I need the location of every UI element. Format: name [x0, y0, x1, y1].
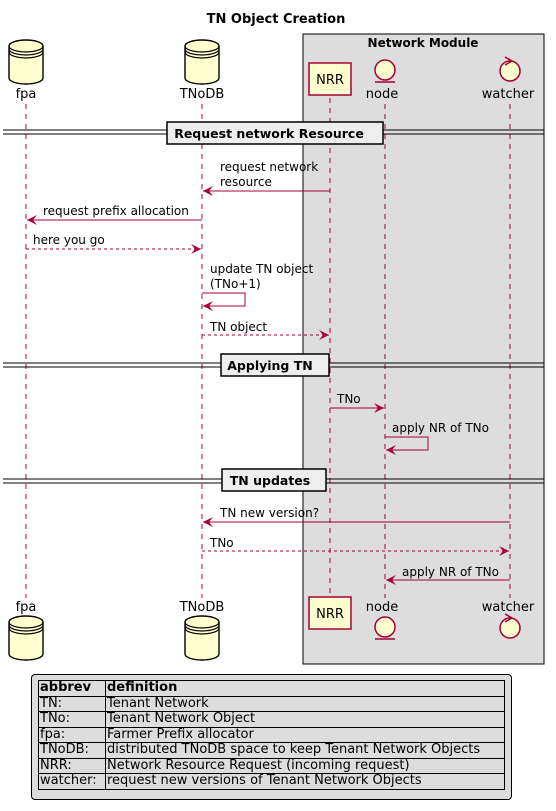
message-label: request network — [220, 160, 318, 174]
legend-definition: Tenant Network — [105, 695, 505, 712]
legend-row: NRR: Network Resource Request (incoming … — [38, 757, 505, 774]
legend-box: abbrev definition TN: Tenant Network TNo… — [31, 674, 512, 800]
participant-label-fpa: fpa — [16, 87, 37, 102]
message-tno: TNo — [330, 392, 384, 413]
message-label: TNo — [336, 392, 361, 406]
legend-row: TN: Tenant Network — [38, 695, 505, 712]
message-label: TN object — [209, 320, 267, 334]
legend-definition: Network Resource Request (incoming reque… — [105, 757, 505, 774]
entity-icon — [374, 59, 396, 81]
participant-tnodb-bottom: TNoDB — [179, 600, 225, 661]
participant-label-nrr: NRR — [316, 607, 344, 622]
legend-abbrev: TNo: — [38, 711, 106, 728]
message-label: here you go — [33, 233, 105, 247]
participant-label-nrr: NRR — [316, 73, 344, 88]
participant-label-watcher: watcher — [482, 87, 535, 102]
message-apply-nr-of-tno-watcher: apply NR of TNo — [386, 565, 510, 585]
message-label: (TNo+1) — [210, 277, 261, 291]
participant-label-tnodb: TNoDB — [179, 87, 225, 102]
control-icon — [499, 60, 521, 82]
legend-row: watcher: request new versions of Tenant … — [38, 773, 505, 790]
divider-label-updates: TN updates — [230, 473, 310, 488]
participant-label-tnodb: TNoDB — [179, 600, 225, 615]
message-label: TN new version? — [219, 506, 319, 520]
legend-definition: Tenant Network Object — [105, 711, 505, 728]
participant-nrr-bottom: NRR — [308, 596, 352, 630]
participant-label-node: node — [366, 87, 398, 102]
legend-row: fpa: Farmer Prefix allocator — [38, 726, 505, 743]
message-request-prefix-allocation: request prefix allocation — [27, 204, 202, 225]
message-label: apply NR of TNo — [402, 565, 499, 579]
legend-abbrev: TN: — [38, 695, 106, 712]
legend-table: abbrev definition TN: Tenant Network TNo… — [38, 680, 505, 790]
legend-definition: Farmer Prefix allocator — [105, 726, 505, 743]
message-tn-object: TN object — [202, 320, 329, 340]
legend-row: TNo: Tenant Network Object — [38, 711, 505, 728]
participant-fpa-bottom: fpa — [8, 600, 44, 661]
legend-definition: distributed TNoDB space to keep Tenant N… — [105, 742, 505, 759]
database-icon — [8, 615, 44, 661]
divider-applying: Applying TN — [3, 353, 544, 377]
database-icon — [8, 39, 44, 85]
message-label: resource — [220, 175, 272, 189]
entity-icon — [374, 616, 396, 638]
participant-label-node: node — [366, 600, 398, 615]
divider-label-applying: Applying TN — [227, 358, 312, 373]
legend-definition: request new versions of Tenant Network O… — [105, 773, 505, 790]
message-update-tn-object: update TN object (TNo+1) — [202, 262, 313, 311]
message-here-you-go: here you go — [26, 233, 201, 254]
divider-request: Request network Resource — [3, 121, 544, 145]
legend-header-abbrev: abbrev — [38, 680, 106, 697]
diagram-title: TN Object Creation — [207, 12, 346, 27]
message-label: TNo — [209, 536, 234, 550]
message-tn-new-version: TN new version? — [203, 506, 510, 527]
participant-label-watcher: watcher — [482, 600, 535, 615]
legend-abbrev: NRR: — [38, 757, 106, 774]
legend-abbrev: fpa: — [38, 726, 106, 743]
participant-tnodb-top: TNoDB — [179, 39, 225, 102]
participant-node-top: node — [366, 59, 398, 102]
message-tno-response: TNo — [202, 536, 509, 556]
legend-header-row: abbrev definition — [38, 680, 505, 697]
legend-abbrev: TNoDB: — [38, 742, 106, 759]
participant-watcher-bottom: watcher — [482, 600, 535, 639]
legend-abbrev: watcher: — [38, 773, 106, 790]
legend-header-definition: definition — [105, 680, 505, 697]
message-label: update TN object — [210, 262, 313, 276]
message-label: request prefix allocation — [43, 204, 189, 218]
network-module-title: Network Module — [368, 36, 479, 50]
message-apply-nr-of-tno: apply NR of TNo — [385, 421, 489, 455]
divider-label-request: Request network Resource — [174, 126, 364, 141]
message-request-network-resource: request network resource — [203, 160, 330, 196]
control-icon — [499, 617, 521, 639]
message-label: apply NR of TNo — [392, 421, 489, 435]
participant-label-fpa: fpa — [16, 600, 37, 615]
database-icon — [184, 39, 220, 85]
database-icon — [184, 615, 220, 661]
legend-row: TNoDB: distributed TNoDB space to keep T… — [38, 742, 505, 759]
participant-watcher-top: watcher — [482, 56, 535, 102]
divider-updates: TN updates — [3, 468, 544, 492]
participant-node-bottom: node — [366, 600, 398, 640]
participant-fpa-top: fpa — [8, 39, 44, 102]
participant-nrr-top: NRR — [308, 62, 352, 96]
